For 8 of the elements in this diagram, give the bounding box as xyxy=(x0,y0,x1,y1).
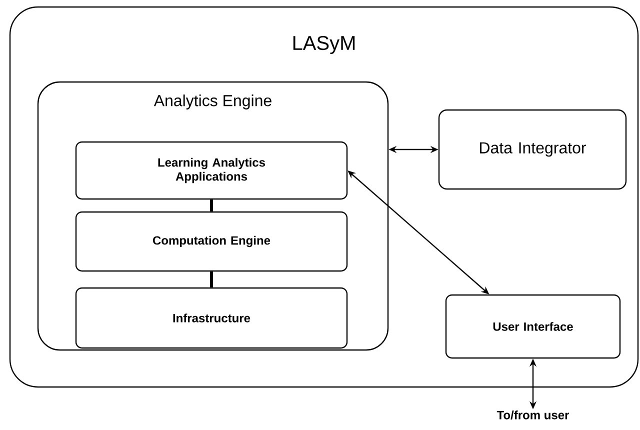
component-box: User Interface xyxy=(445,294,621,359)
endpoint-label: To/from user xyxy=(496,410,570,420)
connector-line xyxy=(210,200,213,212)
component-box: Computation Engine xyxy=(75,211,348,272)
component-box: Learning Analytics Applications xyxy=(75,141,348,200)
connector-line xyxy=(210,272,213,288)
component-box: Infrastructure xyxy=(75,287,348,349)
component-box: Data Integrator xyxy=(438,109,627,190)
